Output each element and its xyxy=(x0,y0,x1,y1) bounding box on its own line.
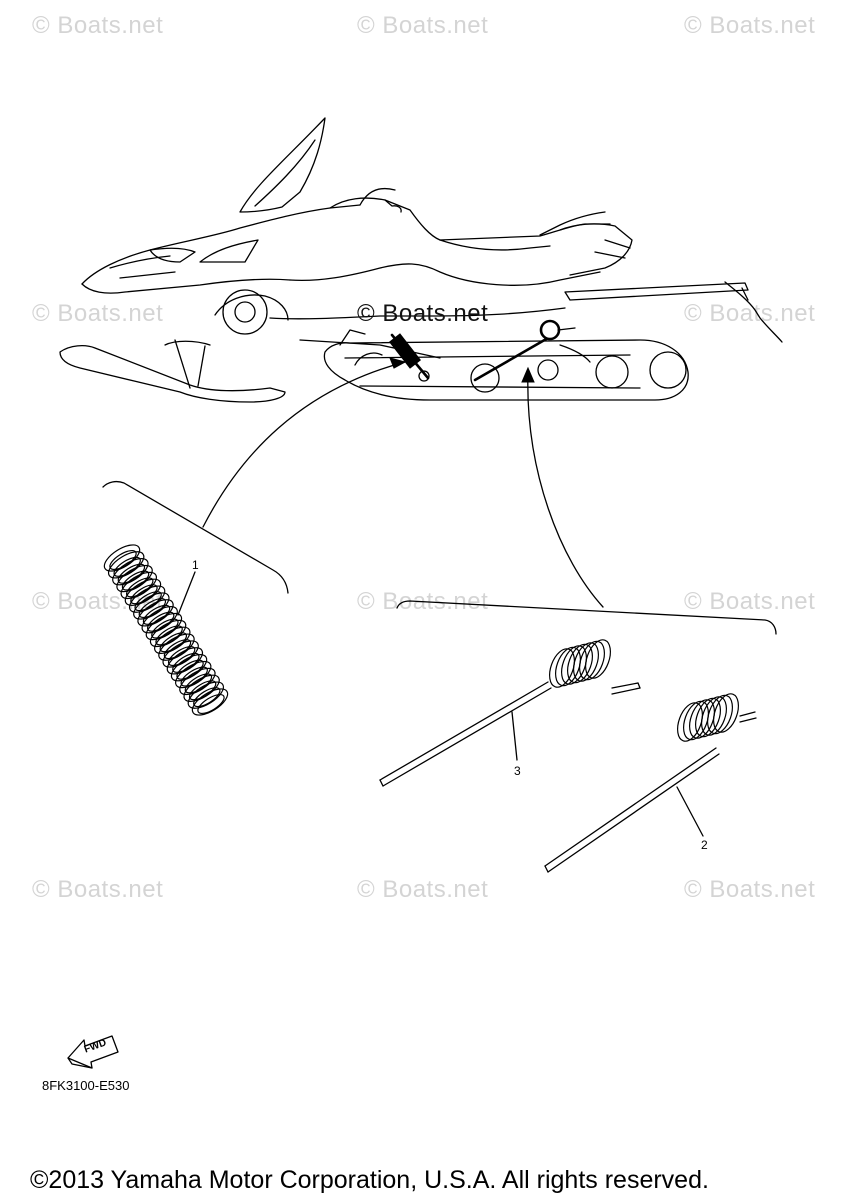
spring-coil-turn xyxy=(158,633,195,661)
spring-coil-turn xyxy=(677,702,703,742)
leader-arrows xyxy=(202,357,604,608)
spring-coil-turn xyxy=(183,674,220,702)
center-watermark: © Boats.net xyxy=(357,300,489,327)
spring-coil-turn xyxy=(179,667,216,696)
spring-coil-turn xyxy=(707,694,733,735)
callout-2: 2 xyxy=(701,838,708,852)
spring-coil-turn xyxy=(162,640,199,668)
spring-coil-turn xyxy=(695,697,721,738)
spring-coil-turn xyxy=(149,619,187,648)
copyright-notice: ©2013 Yamaha Motor Corporation, U.S.A. A… xyxy=(30,1166,709,1194)
callout-1: 1 xyxy=(192,558,199,572)
spring-coil-turn xyxy=(116,564,153,593)
spring-coil-turn xyxy=(701,696,727,736)
spring-coil-turn xyxy=(713,693,739,733)
spring-coil-turn xyxy=(145,612,183,641)
spring-coil-turn xyxy=(197,693,225,715)
spring-coil-turn xyxy=(567,643,593,684)
spring-coil-turn xyxy=(137,599,174,627)
spring-coil-turn xyxy=(166,647,204,675)
spring-coil-turn xyxy=(170,654,208,682)
watermark: © Boats.net xyxy=(684,300,816,327)
torsion-spring-3 xyxy=(379,639,641,787)
spring-coil-turn xyxy=(128,585,166,613)
snowmobile-illustration xyxy=(59,117,783,403)
spring-coil-turn xyxy=(191,688,229,716)
spring-coil-turn xyxy=(689,699,715,739)
bracket-rear xyxy=(396,600,777,635)
spring-coil-turn xyxy=(683,700,709,741)
spring-coil-turn xyxy=(124,578,162,606)
spring-coil-turn xyxy=(120,571,157,600)
spring-coil-turn xyxy=(555,646,581,687)
spring-coil-turn xyxy=(103,544,141,572)
watermark: © Boats.net xyxy=(32,300,164,327)
watermark: © Boats.net xyxy=(357,876,489,903)
watermark: © Boats.net xyxy=(684,588,816,615)
watermark: © Boats.net xyxy=(357,12,489,39)
bracket-front xyxy=(102,480,289,594)
spring-coil-turn xyxy=(585,639,611,679)
spring-coil-turn xyxy=(175,660,212,689)
callout-leader-1 xyxy=(177,571,196,616)
callout-leader-3 xyxy=(511,711,518,761)
diagram-code: 8FK3100-E530 xyxy=(42,1078,130,1093)
watermark: © Boats.net xyxy=(684,876,816,903)
spring-coil-turn xyxy=(573,642,599,682)
spring-coil-turn xyxy=(112,558,149,586)
coil-spring-1 xyxy=(103,544,229,716)
watermark: © Boats.net xyxy=(32,876,164,903)
spring-coil-turn xyxy=(549,648,575,688)
torsion-spring-2 xyxy=(544,693,757,873)
watermark: © Boats.net xyxy=(684,12,816,39)
spring-coil-turn xyxy=(187,681,225,709)
spring-coil-turn xyxy=(141,606,178,634)
spring-coil-turn xyxy=(561,645,587,685)
fwd-arrow-icon xyxy=(67,1035,119,1069)
spring-coil-turn xyxy=(107,551,145,579)
watermark: © Boats.net xyxy=(32,12,164,39)
spring-coil-turn xyxy=(579,640,605,681)
spring-coil-turn xyxy=(133,592,170,620)
callout-leader-2 xyxy=(676,786,704,837)
spring-coil-turn xyxy=(154,626,191,654)
callout-3: 3 xyxy=(514,764,521,778)
